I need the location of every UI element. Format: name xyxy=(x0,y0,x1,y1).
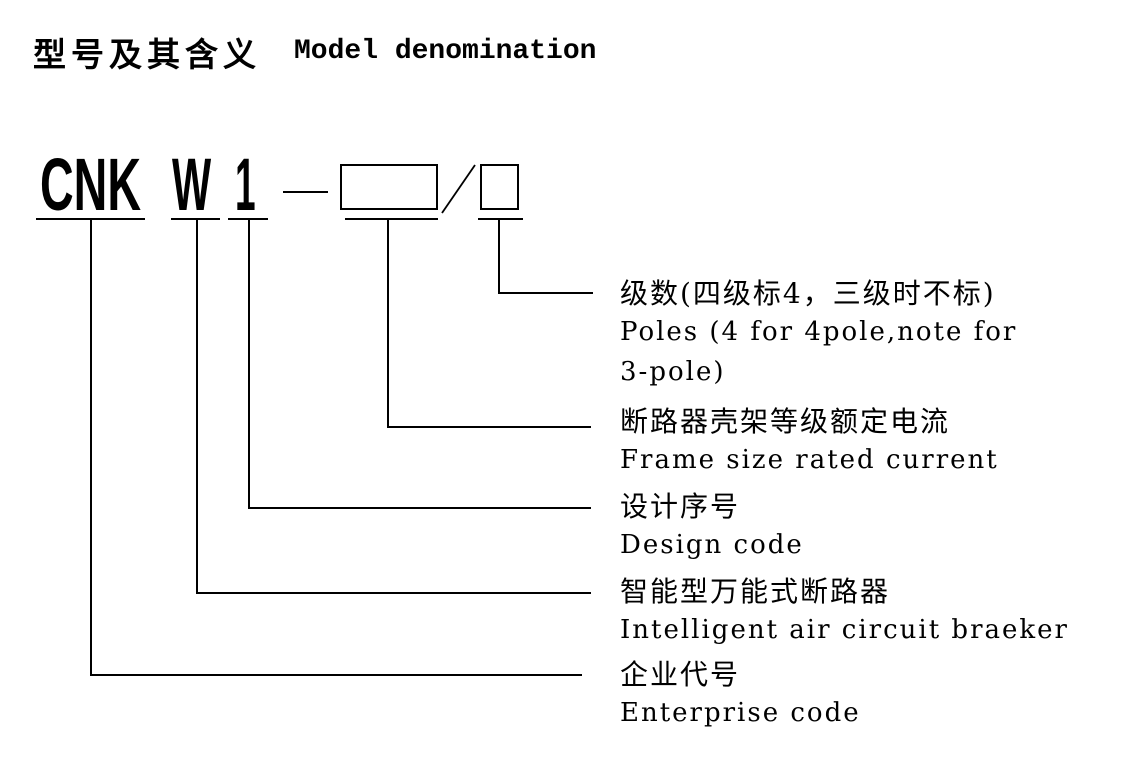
label-poles-zh: 级数(四级标4，三级时不标) xyxy=(620,277,996,310)
label-frame-current: 断路器壳架等级额定电流 Frame size rated current xyxy=(620,400,999,480)
label-breaker-type-en: Intelligent air circuit braeker xyxy=(620,615,1069,645)
model-enterprise-code-letters: CNK xyxy=(40,143,142,226)
label-frame-current-zh: 断路器壳架等级额定电流 xyxy=(620,405,951,438)
label-design-code: 设计序号 Design code xyxy=(620,485,804,565)
frame-current-placeholder-box xyxy=(340,164,438,210)
label-poles-en-cont: 3-pole) xyxy=(620,357,726,387)
connector-frame-current xyxy=(387,219,591,428)
label-breaker-type: 智能型万能式断路器 Intelligent air circuit braeke… xyxy=(620,570,1069,650)
connector-breaker-type xyxy=(196,219,591,594)
poles-placeholder-box xyxy=(480,164,519,210)
label-design-code-en: Design code xyxy=(620,530,804,560)
connector-design-code xyxy=(248,219,591,509)
page-title-english: Model denomination xyxy=(294,36,597,67)
connector-poles xyxy=(498,219,593,294)
connector-enterprise-code xyxy=(90,219,582,676)
label-poles: 级数(四级标4，三级时不标) Poles (4 for 4pole,note f… xyxy=(620,272,1017,392)
label-enterprise-code-zh: 企业代号 xyxy=(620,658,741,691)
label-enterprise-code-en: Enterprise code xyxy=(620,698,861,728)
label-design-code-zh: 设计序号 xyxy=(620,490,741,523)
page-title-chinese: 型号及其含义 xyxy=(33,36,261,73)
model-series-letter: W xyxy=(172,143,212,226)
label-enterprise-code: 企业代号 Enterprise code xyxy=(620,653,861,733)
model-slash-separator xyxy=(441,164,476,214)
label-poles-en: Poles (4 for 4pole,note for xyxy=(620,317,1018,347)
label-breaker-type-zh: 智能型万能式断路器 xyxy=(620,575,891,608)
label-frame-current-en: Frame size rated current xyxy=(620,445,999,475)
model-design-number: 1 xyxy=(235,143,256,226)
